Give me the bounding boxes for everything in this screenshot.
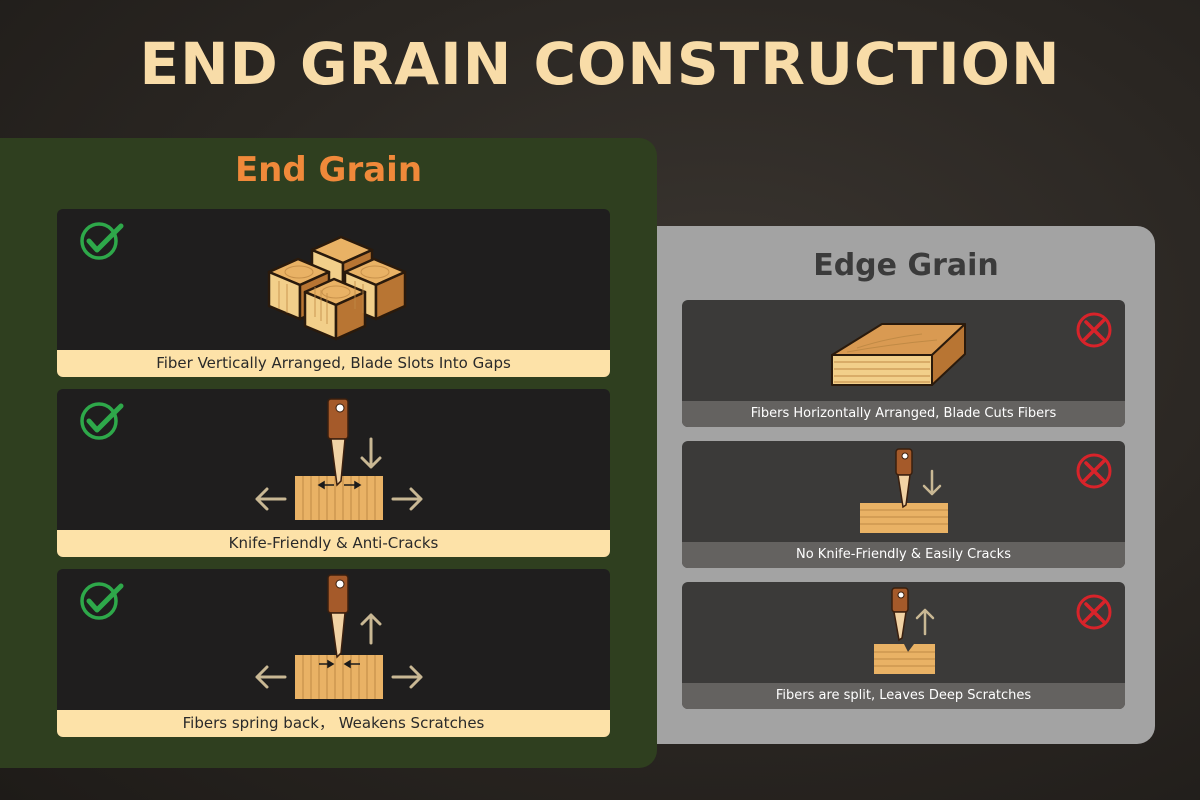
end-grain-card-fiber: Fiber Vertically Arranged, Blade Slots I… xyxy=(57,209,610,377)
end-grain-caption-2: Knife-Friendly & Anti-Cracks xyxy=(57,530,610,557)
edge-grain-caption-1: Fibers Horizontally Arranged, Blade Cuts… xyxy=(682,401,1125,427)
knife-lift-icon xyxy=(255,574,423,699)
wood-blocks-icon xyxy=(267,235,407,341)
end-grain-panel: End Grain xyxy=(0,138,657,768)
knife-cut-icon xyxy=(255,398,423,520)
cross-icon xyxy=(1076,453,1112,489)
check-icon xyxy=(80,582,124,620)
edge-grain-card-fiber: Fibers Horizontally Arranged, Blade Cuts… xyxy=(682,300,1125,427)
knife-lift-icon xyxy=(874,587,935,674)
end-grain-caption-1: Fiber Vertically Arranged, Blade Slots I… xyxy=(57,350,610,377)
edge-grain-panel: Edge Grain Fibers Horizontally Arranged,… xyxy=(657,226,1155,744)
edge-grain-caption-3: Fibers are split, Leaves Deep Scratches xyxy=(682,683,1125,709)
end-grain-card-spring-back: Fibers spring back， Weakens Scratches xyxy=(57,569,610,737)
knife-cut-icon xyxy=(860,448,948,533)
check-icon xyxy=(80,402,124,440)
cross-icon xyxy=(1076,594,1112,630)
end-grain-title: End Grain xyxy=(234,150,423,190)
wood-plank-icon xyxy=(831,323,966,386)
edge-grain-caption-2: No Knife-Friendly & Easily Cracks xyxy=(682,542,1125,568)
page-title: END GRAIN CONSTRUCTION xyxy=(139,30,1061,98)
edge-grain-card-scratches: Fibers are split, Leaves Deep Scratches xyxy=(682,582,1125,709)
end-grain-card-knife-friendly: Knife-Friendly & Anti-Cracks xyxy=(57,389,610,557)
edge-grain-title: Edge Grain xyxy=(813,248,999,283)
edge-grain-card-cracks: No Knife-Friendly & Easily Cracks xyxy=(682,441,1125,568)
cross-icon xyxy=(1076,312,1112,348)
end-grain-caption-3: Fibers spring back， Weakens Scratches xyxy=(57,710,610,737)
check-icon xyxy=(80,222,124,260)
